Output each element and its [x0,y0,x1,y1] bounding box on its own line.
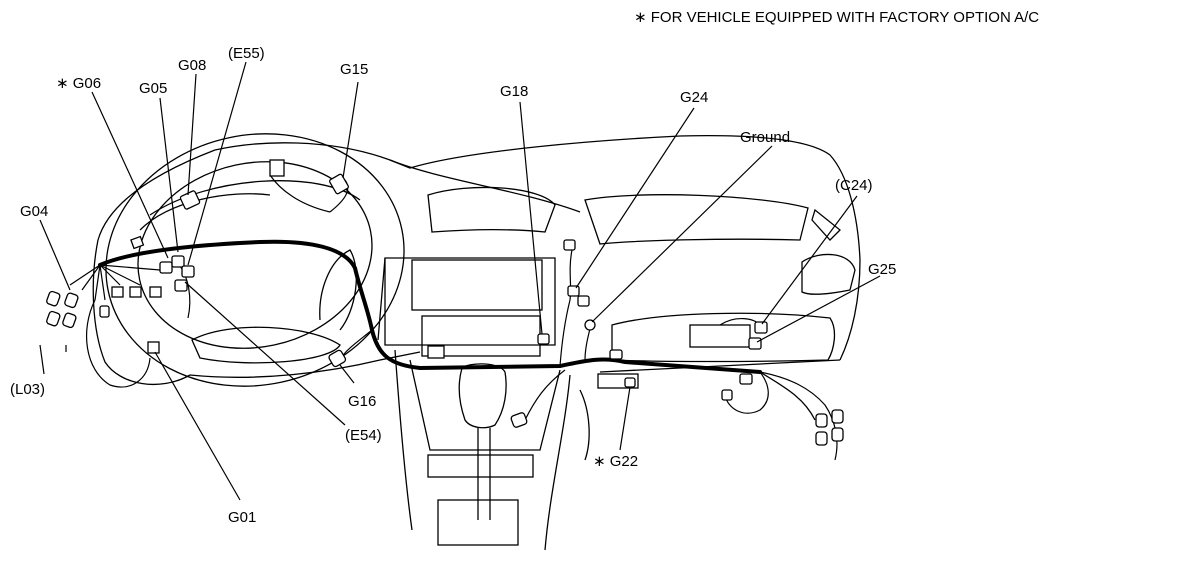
label-c24: (C24) [835,177,873,194]
label-g24: G24 [680,89,708,106]
label-e54: (E54) [345,427,382,444]
dashboard-outline [92,133,861,551]
part-labels: ∗ G06 G05 G08 (E55) G15 G18 G24 Ground (… [10,45,896,526]
ac-option-note: ∗ FOR VEHICLE EQUIPPED WITH FACTORY OPTI… [634,9,1039,26]
label-ground: Ground [740,129,790,146]
label-g18: G18 [500,83,528,100]
label-g25: G25 [868,261,896,278]
label-g15: G15 [340,61,368,78]
label-e55: (E55) [228,45,265,62]
label-g16: G16 [348,393,376,410]
label-g08: G08 [178,57,206,74]
label-g05: G05 [139,80,167,97]
label-l03: (L03) [10,381,45,398]
label-g01: G01 [228,509,256,526]
leader-lines [39,61,881,501]
label-g04: G04 [20,203,48,220]
connectors [46,159,844,446]
label-g06: ∗ G06 [56,75,101,92]
label-g22: ∗ G22 [593,453,638,470]
wiring-harness [69,174,838,461]
